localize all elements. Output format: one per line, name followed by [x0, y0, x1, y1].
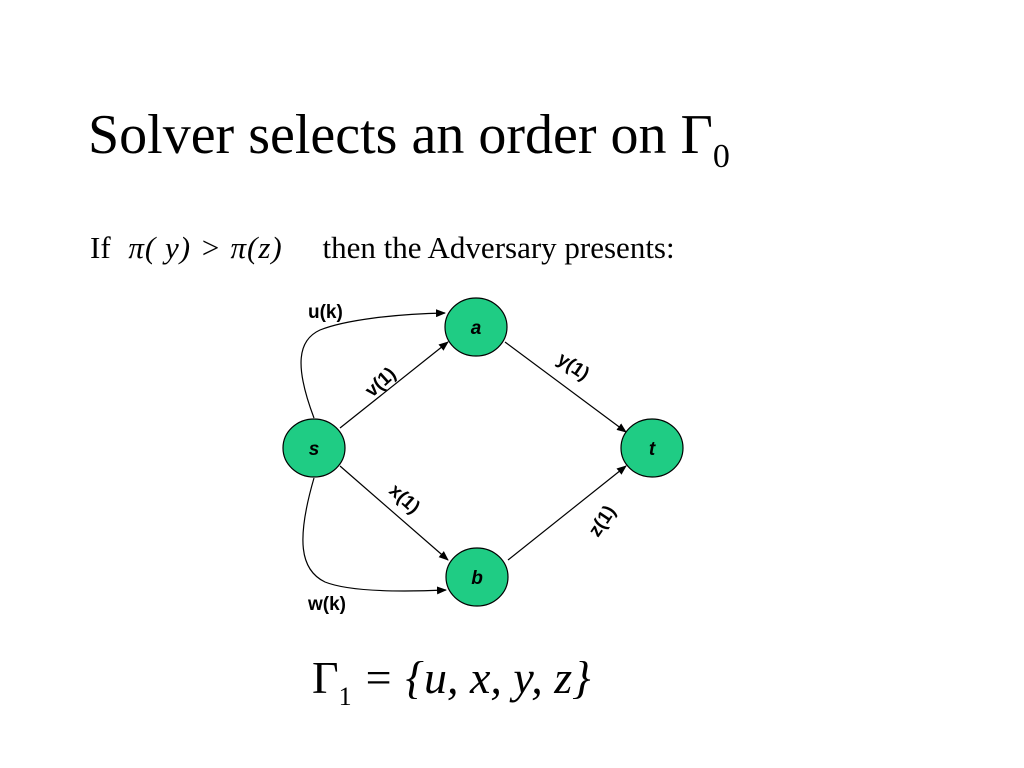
node-b: b: [445, 547, 509, 607]
edge-u: [300, 309, 446, 419]
node-a-label: a: [471, 318, 482, 339]
condition-math: π( y) > π(z): [128, 230, 283, 265]
node-t: t: [620, 418, 684, 478]
edge-x: [339, 465, 449, 561]
result-set: {u, x, y, z}: [405, 652, 591, 703]
edge-y-label: y(1): [553, 349, 593, 385]
condition-suffix: then the Adversary presents:: [322, 230, 675, 265]
node-a: a: [444, 297, 508, 357]
condition-prefix: If: [90, 230, 111, 265]
edge-w: [302, 477, 447, 595]
edge-x-label: x(1): [385, 480, 424, 518]
condition-line: If π( y) > π(z) then the Adversary prese…: [90, 228, 675, 268]
title-text: Solver selects an order on: [88, 104, 681, 166]
edge-z-label: z(1): [585, 502, 621, 541]
edge-u-label: u(k): [308, 302, 343, 323]
edge-y: [504, 341, 627, 433]
node-s: s: [282, 418, 346, 478]
edge-z: [507, 465, 627, 561]
result-equation: Γ1 = {u, x, y, z}: [312, 650, 591, 725]
node-t-label: t: [649, 439, 656, 460]
edge-w-label: w(k): [307, 594, 346, 615]
node-s-label: s: [309, 439, 320, 460]
edge-v: [339, 341, 449, 429]
result-gamma-subscript: 1: [338, 682, 352, 711]
edge-v-label: v(1): [361, 363, 400, 401]
title-gamma-symbol: Γ: [680, 104, 713, 166]
result-equals: =: [365, 652, 392, 703]
slide-title: Solver selects an order on Γ0: [88, 100, 730, 192]
title-gamma-subscript: 0: [712, 138, 730, 175]
result-gamma-symbol: Γ: [312, 652, 339, 703]
node-b-label: b: [471, 568, 483, 589]
